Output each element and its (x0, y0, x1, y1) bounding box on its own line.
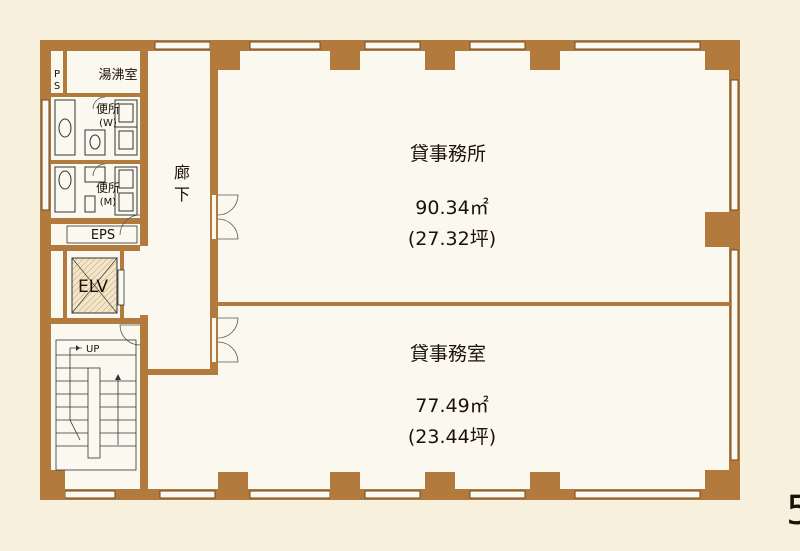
eps-label: EPS (91, 228, 115, 243)
office-south-area-sqm: 77.49㎡ (415, 394, 488, 417)
office-doors (212, 194, 239, 363)
office-north-area-sqm: 90.34㎡ (415, 196, 488, 219)
toilet-doors (92, 96, 106, 177)
core-doors (119, 214, 141, 346)
toilet-men-line-2: (M) (100, 197, 117, 208)
office-north-name: 貸事務所 (410, 143, 486, 165)
eps-box (66, 225, 138, 244)
toilet-women-line-1: 便所 (96, 102, 120, 116)
toilet-fixtures (54, 99, 138, 216)
stairs (55, 339, 137, 471)
page-number: 5 (786, 488, 800, 534)
pipe-shaft-label-1: P (54, 69, 60, 80)
kitchenette-label: 湯沸室 (98, 67, 137, 83)
pipe-shaft-label-2: S (54, 81, 60, 92)
elevator-car (71, 257, 125, 314)
office-south-name: 貸事務室 (410, 343, 486, 365)
windows-right (730, 79, 739, 461)
corridor-label-2: 下 (174, 185, 190, 204)
elevator-label: ELV (78, 277, 108, 297)
window-left (41, 99, 50, 211)
windows-bottom (64, 490, 701, 499)
toilet-women-line-2: (W) (99, 118, 117, 129)
office-south-area-tsubo: (23.44坪) (408, 426, 496, 448)
corridor-label-1: 廊 (174, 163, 190, 182)
office-north-area-tsubo: (27.32坪) (408, 228, 496, 250)
stair-up-label: UP (86, 344, 99, 355)
toilet-men-line-1: 便所 (96, 181, 120, 195)
stair-arrows (76, 345, 121, 380)
floor-area (40, 40, 740, 500)
